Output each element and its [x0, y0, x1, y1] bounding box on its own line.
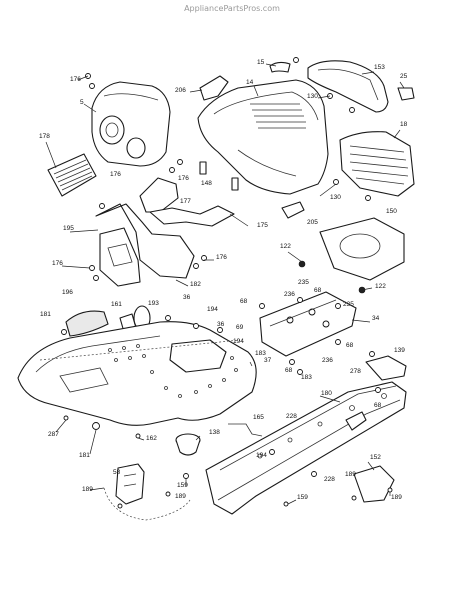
grille-top-part: [307, 60, 389, 113]
cup-holder-part: [175, 433, 201, 456]
bracket-58-part: [115, 463, 145, 505]
bracket-206-part: [199, 75, 229, 101]
plate-152-part: [353, 465, 395, 503]
callout-c18: 18: [400, 121, 408, 128]
callout-c122b: 122: [375, 283, 386, 290]
callout-c68a: 68: [314, 287, 322, 294]
callout-c34: 34: [372, 315, 380, 322]
fender-front-part: [95, 203, 195, 287]
callout-labels: 176 5 206 14 15 130 153 25 18 178 176 148 176 130 177 1…: [39, 59, 408, 501]
callout-c183b: 183: [301, 374, 312, 381]
callout-c68c: 68: [346, 342, 354, 349]
emblem-part: [269, 61, 291, 73]
callout-c69: 69: [236, 324, 244, 331]
callout-c152: 152: [370, 454, 381, 461]
callout-c153: 153: [374, 64, 385, 71]
callout-c177: 177: [180, 198, 191, 205]
bracket-148-part: [199, 161, 207, 175]
callout-c206: 206: [175, 87, 186, 94]
callout-c189d: 189: [391, 494, 402, 501]
callout-c14: 14: [246, 79, 254, 86]
callout-c189c: 189: [175, 493, 186, 500]
callout-c15: 15: [257, 59, 265, 66]
callout-c58: 58: [113, 469, 121, 476]
callout-c36b: 36: [217, 321, 225, 328]
hardware-group: [61, 57, 393, 509]
plate-205-part: [281, 201, 305, 219]
callout-c176d: 176: [52, 260, 63, 267]
callout-c194b: 194: [233, 338, 244, 345]
callout-c236a: 236: [284, 291, 295, 298]
callout-c193: 193: [148, 300, 159, 307]
callout-c182: 182: [190, 281, 201, 288]
callout-c176c: 176: [110, 171, 121, 178]
callout-c130b: 130: [330, 194, 341, 201]
callout-c148: 148: [201, 180, 212, 187]
screen-178-part: [47, 153, 97, 197]
callout-c159b: 159: [297, 494, 308, 501]
callout-c228a: 228: [286, 413, 297, 420]
callout-c138: 138: [209, 429, 220, 436]
callout-c68b: 68: [240, 298, 248, 305]
watermark: AppliancePartsPros.com: [184, 4, 280, 13]
fender-37-part: [17, 321, 257, 426]
callout-c122a: 122: [280, 243, 291, 250]
callout-c68e: 68: [374, 402, 382, 409]
callout-c175: 175: [257, 222, 268, 229]
callout-c68d: 68: [285, 367, 293, 374]
callout-c165: 165: [253, 414, 264, 421]
callout-c36a: 36: [183, 294, 191, 301]
callout-c196: 196: [62, 289, 73, 296]
callout-c181b: 181: [79, 452, 90, 459]
callout-c176a: 176: [70, 76, 81, 83]
callout-c189a: 189: [345, 471, 356, 478]
callout-c178: 178: [39, 133, 50, 140]
callout-c194a: 194: [207, 306, 218, 313]
bracket-148b-part: [231, 177, 239, 191]
callout-c181a: 181: [40, 311, 51, 318]
callout-c130a: 130: [307, 93, 318, 100]
callout-c161: 161: [111, 301, 122, 308]
callout-c195: 195: [63, 225, 74, 232]
frame-180-part: [205, 381, 407, 515]
callout-c5: 5: [80, 99, 84, 106]
callout-c194c: 194: [256, 452, 267, 459]
callout-c176e: 176: [216, 254, 227, 261]
callout-c162: 162: [146, 435, 157, 442]
callout-c205: 205: [307, 219, 318, 226]
callout-c150: 150: [386, 208, 397, 215]
callout-c180: 180: [321, 390, 332, 397]
cover-196-part: [65, 310, 109, 337]
callout-c139: 139: [394, 347, 405, 354]
steering-plate-part: [259, 291, 357, 357]
bracket-139-part: [365, 355, 407, 381]
leader-lines: [45, 63, 405, 505]
bracket-177-part: [139, 177, 235, 227]
battery-tray-part: [319, 217, 405, 281]
dashed-58-line: [103, 487, 191, 521]
callout-c236b: 236: [322, 357, 333, 364]
callout-c235a: 235: [298, 279, 309, 286]
callout-c176b: 176: [178, 175, 189, 182]
callout-c278: 278: [350, 368, 361, 375]
callout-c183a: 183: [255, 350, 266, 357]
lens-part: [397, 87, 415, 101]
rod-165-part: [228, 423, 263, 437]
callout-c189b: 189: [82, 486, 93, 493]
callout-c159a: 159: [177, 482, 188, 489]
callout-c287: 287: [48, 431, 59, 438]
hood-part: [197, 79, 329, 195]
callout-c235b: 235: [343, 301, 354, 308]
grille-18-part: [339, 131, 415, 197]
dash-panel-part: [91, 81, 171, 167]
callout-c25: 25: [400, 73, 408, 80]
callout-c228b: 228: [324, 476, 335, 483]
callout-c37: 37: [264, 357, 272, 364]
